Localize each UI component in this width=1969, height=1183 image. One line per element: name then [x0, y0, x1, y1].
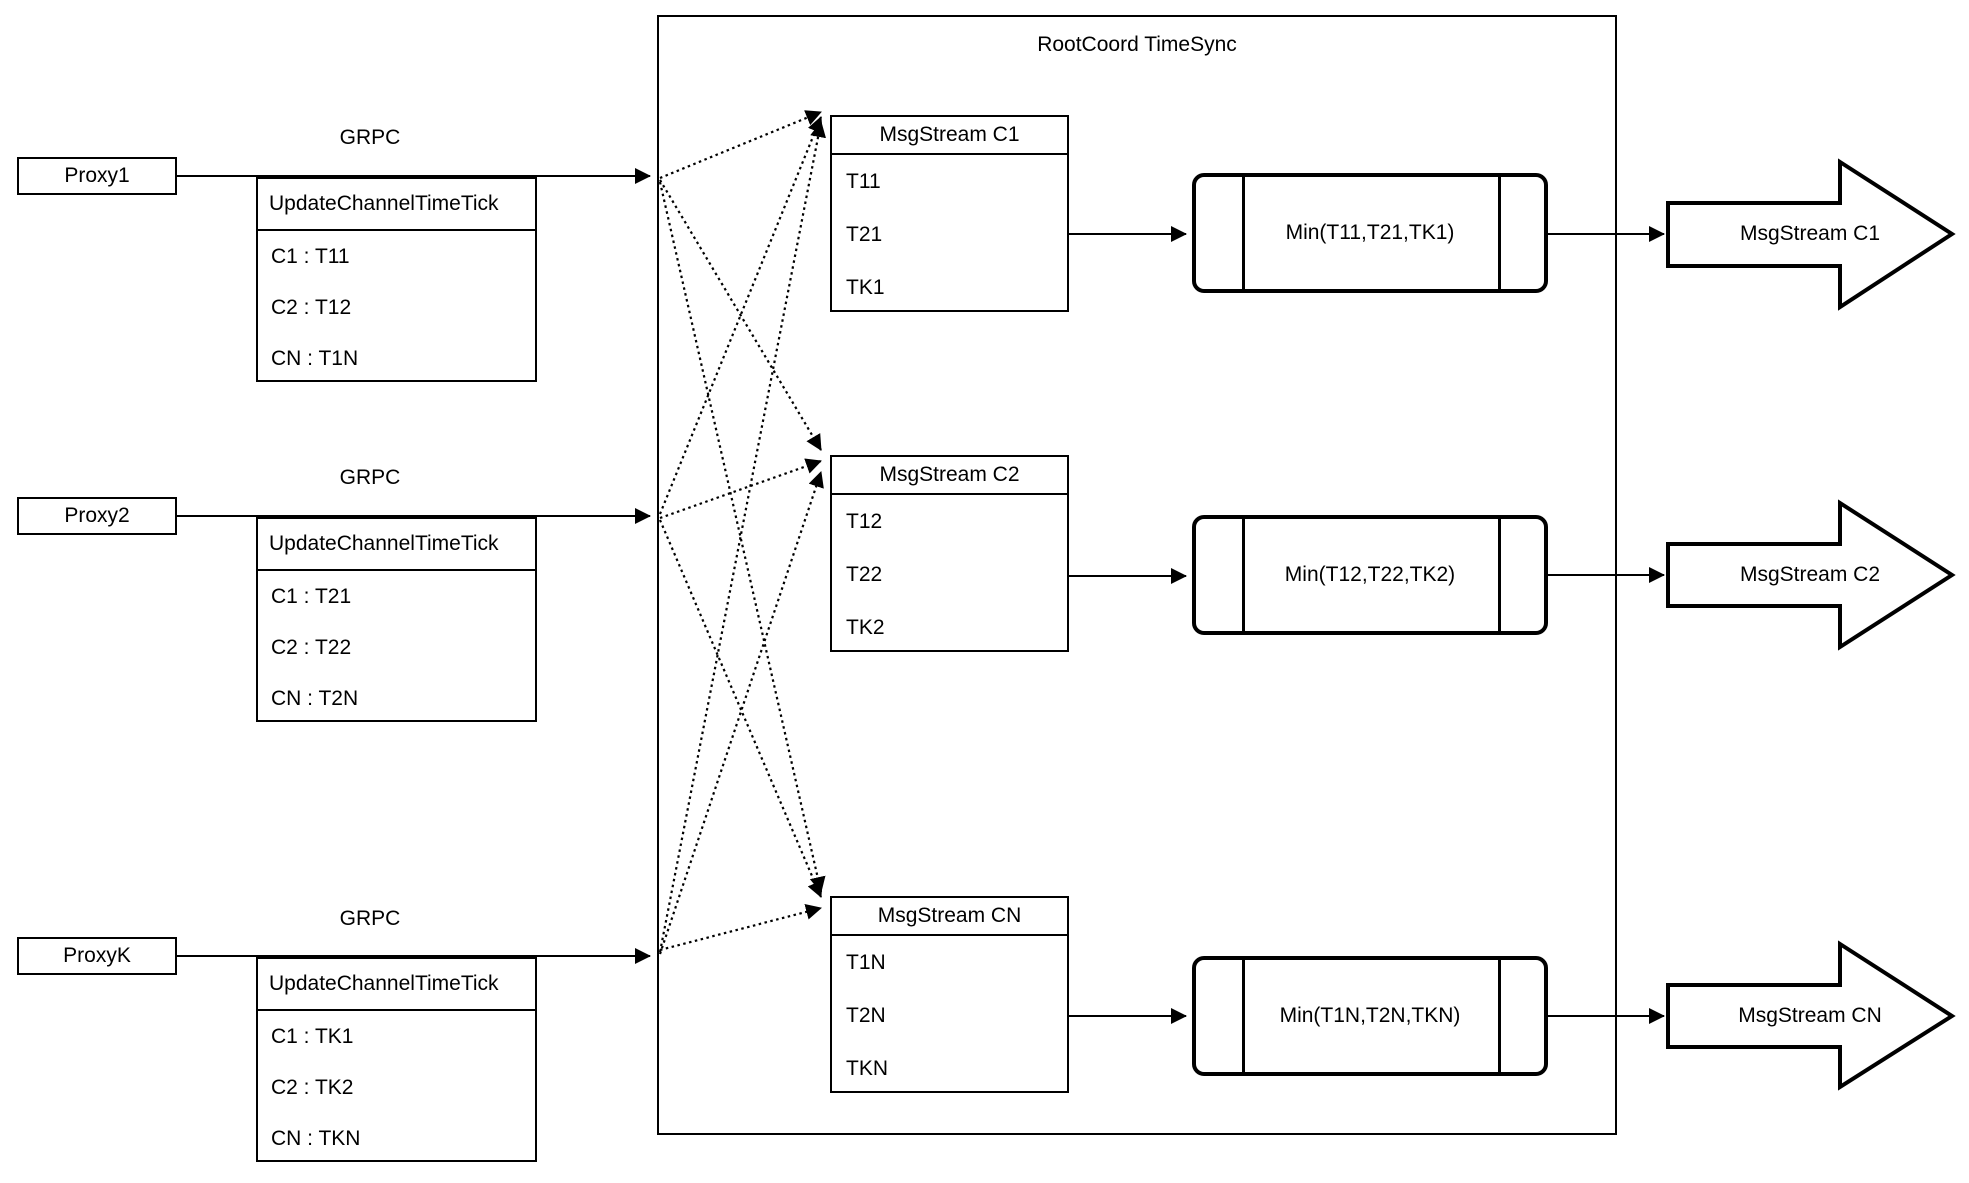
min-node-row1: Min(T11,T21,TK1) [1192, 173, 1548, 293]
msgstream-cn-box: MsgStream CN T1N T2N TKN [830, 896, 1069, 1093]
min-node-right-divider [1498, 519, 1501, 631]
min-node-label: Min(T12,T22,TK2) [1284, 563, 1456, 586]
proxy1-label: Proxy1 [64, 164, 130, 187]
list-item: T11 [846, 169, 881, 193]
min-node-left-divider [1242, 960, 1245, 1072]
table-row: C2 : T22 [271, 635, 352, 659]
dotted-link-p1-c1 [659, 110, 822, 180]
proxyk-box: ProxyK [17, 937, 177, 975]
rootcoord-timesync-title: RootCoord TimeSync [1037, 33, 1237, 56]
min-node-label: Min(T11,T21,TK1) [1285, 221, 1455, 244]
proxyk-label: ProxyK [63, 944, 131, 967]
list-item: TK2 [846, 615, 885, 639]
list-item: TK1 [846, 275, 885, 299]
grpc-label-row2: GRPC [339, 466, 401, 489]
msgstream-out-label-cn: MsgStream CN [1738, 1004, 1882, 1027]
dotted-link-p1-c2 [659, 179, 822, 451]
msgstream-out-arrow-shape-cn [1666, 940, 1956, 1091]
table-row: CN : T2N [271, 686, 359, 710]
msgstream-c2-box: MsgStream C2 T12 T22 TK2 [830, 455, 1069, 652]
table-row: CN : T1N [271, 346, 359, 370]
dotted-link-pk-c1 [658, 121, 826, 953]
msgstream-cn-header: MsgStream CN [832, 898, 1067, 936]
msgstream-out-label-c1: MsgStream C1 [1739, 222, 1881, 245]
table-row: C1 : T11 [271, 244, 350, 268]
table-row: C1 : T21 [271, 584, 352, 608]
grpc-label-row1: GRPC [339, 126, 401, 149]
table-row: C2 : TK2 [271, 1075, 354, 1099]
dotted-link-pk-cn [659, 904, 822, 952]
list-item: TKN [846, 1056, 888, 1080]
msgstream-c1-header: MsgStream C1 [832, 117, 1067, 155]
min-node-row2: Min(T12,T22,TK2) [1192, 515, 1548, 635]
update-tick-table-row2: UpdateChannelTimeTick C1 : T21 C2 : T22 … [256, 517, 537, 722]
list-item: T22 [846, 562, 883, 586]
msgstream-c1-box: MsgStream C1 T11 T21 TK1 [830, 115, 1069, 312]
list-item: T12 [846, 509, 883, 533]
min-node-left-divider [1242, 519, 1245, 631]
list-item: T21 [846, 222, 883, 246]
min-node-right-divider [1498, 177, 1501, 289]
msgstream-out-arrow-shape-c2 [1666, 499, 1956, 651]
update-tick-table-header-row2: UpdateChannelTimeTick [258, 519, 535, 571]
min-node-right-divider [1498, 960, 1501, 1072]
update-tick-table-row1: UpdateChannelTimeTick C1 : T11 C2 : T12 … [256, 177, 537, 382]
dotted-link-p2-cn [658, 519, 823, 898]
list-item: T2N [846, 1003, 886, 1027]
msgstream-out-label-c2: MsgStream C2 [1739, 563, 1881, 586]
min-node-row3: Min(T1N,T2N,TKN) [1192, 956, 1548, 1076]
min-node-left-divider [1242, 177, 1245, 289]
update-tick-table-row3: UpdateChannelTimeTick C1 : TK1 C2 : TK2 … [256, 957, 537, 1162]
dotted-link-pk-c2 [658, 471, 824, 955]
table-row: C1 : TK1 [271, 1024, 354, 1048]
dotted-link-p1-cn [658, 181, 826, 893]
update-tick-table-header-row1: UpdateChannelTimeTick [258, 179, 535, 231]
table-row: CN : TKN [271, 1126, 361, 1150]
update-tick-table-header-row3: UpdateChannelTimeTick [258, 959, 535, 1011]
msgstream-c2-header: MsgStream C2 [832, 457, 1067, 495]
list-item: T1N [846, 950, 886, 974]
proxy2-box: Proxy2 [17, 497, 177, 535]
msgstream-out-arrow-shape-c1 [1666, 158, 1956, 311]
min-node-label: Min(T1N,T2N,TKN) [1279, 1004, 1461, 1027]
table-row: C2 : T12 [271, 295, 352, 319]
proxy2-label: Proxy2 [64, 504, 130, 527]
grpc-label-row3: GRPC [339, 907, 401, 930]
dotted-link-p2-c2 [659, 458, 822, 520]
proxy1-box: Proxy1 [17, 157, 177, 195]
